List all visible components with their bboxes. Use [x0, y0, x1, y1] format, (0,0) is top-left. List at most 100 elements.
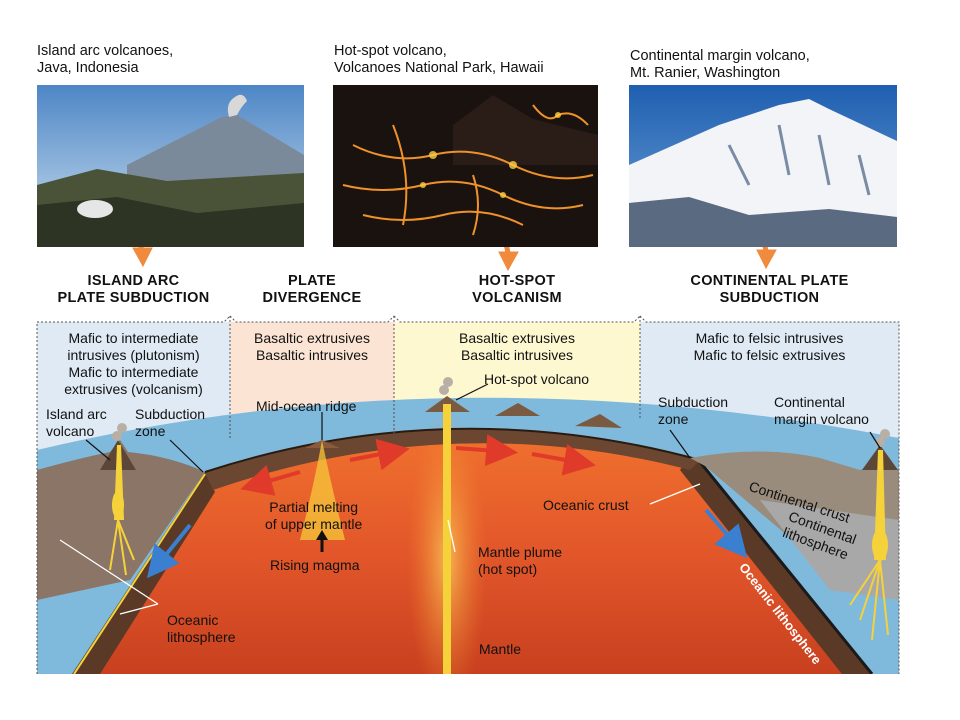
photo-caption-island-arc: Island arc volcanoes, Java, Indonesia: [37, 43, 173, 77]
lava-glow: [420, 112, 561, 198]
leader-line: [169, 439, 204, 473]
island-arc-magma-chamber: [112, 491, 124, 519]
label-island-arc-volcano: Island arc volcano: [46, 406, 107, 439]
volcano-cone: [127, 115, 304, 195]
zone-line: Basaltic intrusives: [460, 347, 574, 363]
header-line: PLATE SUBDUCTION: [57, 290, 210, 306]
zone-text-divergence: Basaltic extrusives Basaltic intrusives: [230, 330, 394, 364]
lava-glow-spot: [500, 192, 506, 198]
island-arc-magma-roots: [109, 519, 135, 576]
zone-line: Basaltic intrusives: [255, 347, 369, 363]
night: [333, 85, 598, 247]
caption-line: Mt. Ranier, Washington: [630, 65, 781, 81]
photo-island-arc-volcanoes: [37, 85, 304, 247]
zone-line: Mafic to intermediate: [68, 330, 199, 346]
magma-root: [849, 559, 881, 606]
photo-hotspot-art: [333, 85, 598, 247]
label-line: zone: [135, 422, 166, 439]
header-line: HOT-SPOT: [478, 273, 556, 289]
lava-glow-spot: [420, 182, 426, 188]
label-continental-margin-volcano: Continental margin volcano: [774, 394, 869, 427]
smoke-puff: [117, 423, 127, 433]
hotspot-plume: [443, 404, 451, 674]
zone-text-island-arc: Mafic to intermediate intrusives (pluton…: [37, 330, 230, 398]
zone-line: Mafic to felsic extrusives: [693, 347, 846, 363]
header-line: VOLCANISM: [472, 290, 562, 306]
leader-line: [59, 539, 159, 605]
photo-hotspot-volcano: [333, 85, 598, 247]
label-line: Partial melting: [269, 499, 358, 515]
label-line: Subduction: [658, 394, 729, 410]
smoke-puff: [439, 385, 449, 395]
label-mantle: Mantle: [479, 641, 522, 657]
arrow-hotspot-1: [455, 434, 518, 467]
label-subduction-zone-right: Subduction zone: [658, 394, 728, 427]
label-line: Oceanic: [167, 612, 219, 628]
leader-line: [869, 431, 881, 449]
rock-streaks: [727, 124, 871, 196]
lava-glow-spot: [555, 112, 561, 118]
caption-line: Java, Indonesia: [37, 60, 139, 76]
zone-line: Basaltic extrusives: [254, 330, 370, 346]
lava-glow-spot: [509, 161, 517, 169]
photo-caption-hotspot: Hot-spot volcano, Volcanoes National Par…: [334, 43, 544, 77]
lava-flow: [392, 124, 408, 226]
caption-line: Hot-spot volcano,: [334, 43, 447, 59]
leader-line: [85, 439, 111, 461]
zone-border-hotspot: [393, 315, 641, 323]
zone-line: Mafic to intermediate: [68, 364, 199, 380]
leader-line: [447, 519, 456, 553]
label-line: volcano: [46, 422, 95, 439]
oceanic-crust-line: [204, 427, 701, 473]
label-line: zone: [658, 410, 689, 427]
magma-root: [871, 559, 881, 641]
leader-line: [119, 603, 159, 615]
arrow-hotspot-2: [531, 444, 596, 476]
right-lithosphere-slab: [680, 456, 872, 674]
label-line: of upper mantle: [265, 515, 363, 532]
arrow-subduction-left: [146, 523, 192, 579]
ash-plume: [227, 94, 247, 117]
leader-line: [649, 483, 701, 505]
crater-steam: [77, 200, 113, 218]
lava-flow: [342, 180, 584, 210]
zone-line: extrusives (volcanism): [64, 381, 203, 397]
caption-line: Continental margin volcano,: [630, 48, 810, 64]
label-line: Mantle plume: [478, 544, 563, 560]
lava-flow: [362, 210, 524, 226]
zone-header-island-arc: ISLAND ARC PLATE SUBDUCTION: [37, 273, 230, 307]
photo-caption-continental: Continental margin volcano, Mt. Ranier, …: [630, 48, 810, 82]
label-oceanic-lithosphere-left: Oceanic lithosphere: [167, 612, 236, 645]
label-line: Continental: [774, 394, 845, 410]
arrow-rising-magma-head: [316, 530, 328, 540]
magma-root: [109, 519, 119, 571]
photo-continental-margin-volcano: [629, 85, 897, 247]
header-line: CONTINENTAL PLATE: [690, 273, 849, 289]
arrow-subduction-right: [704, 508, 748, 559]
label-line: Subduction: [135, 406, 206, 422]
pointer-hotspot-head: [498, 251, 519, 272]
lava-flow: [352, 144, 594, 180]
zone-border-continental: [639, 315, 900, 674]
photo-continental-art: [629, 85, 897, 247]
header-line: ISLAND ARC: [87, 273, 180, 289]
header-line: PLATE: [288, 273, 336, 289]
zone-header-divergence: PLATE DIVERGENCE: [230, 273, 394, 307]
header-line: SUBDUCTION: [719, 290, 820, 306]
magma-root: [859, 559, 881, 621]
zone-header-continental: CONTINENTAL PLATE SUBDUCTION: [640, 273, 899, 307]
magma-root: [117, 519, 135, 561]
label-line: lithosphere: [167, 628, 236, 645]
label-line: (hot spot): [478, 560, 538, 577]
arrow-ridge-left: [240, 464, 301, 496]
lava-flow: [472, 174, 479, 236]
label-rising-magma: Rising magma: [270, 557, 360, 573]
label-mid-ocean-ridge: Mid-ocean ridge: [256, 398, 357, 414]
smoke-puff: [112, 431, 122, 441]
right-slab-edge: [698, 461, 874, 674]
cone: [453, 95, 598, 165]
zone-header-hotspot: HOT-SPOT VOLCANISM: [394, 273, 640, 307]
label-line: Island arc: [46, 406, 107, 422]
zone-border-divergence: [229, 315, 395, 323]
lava-glow-spot: [429, 151, 437, 159]
